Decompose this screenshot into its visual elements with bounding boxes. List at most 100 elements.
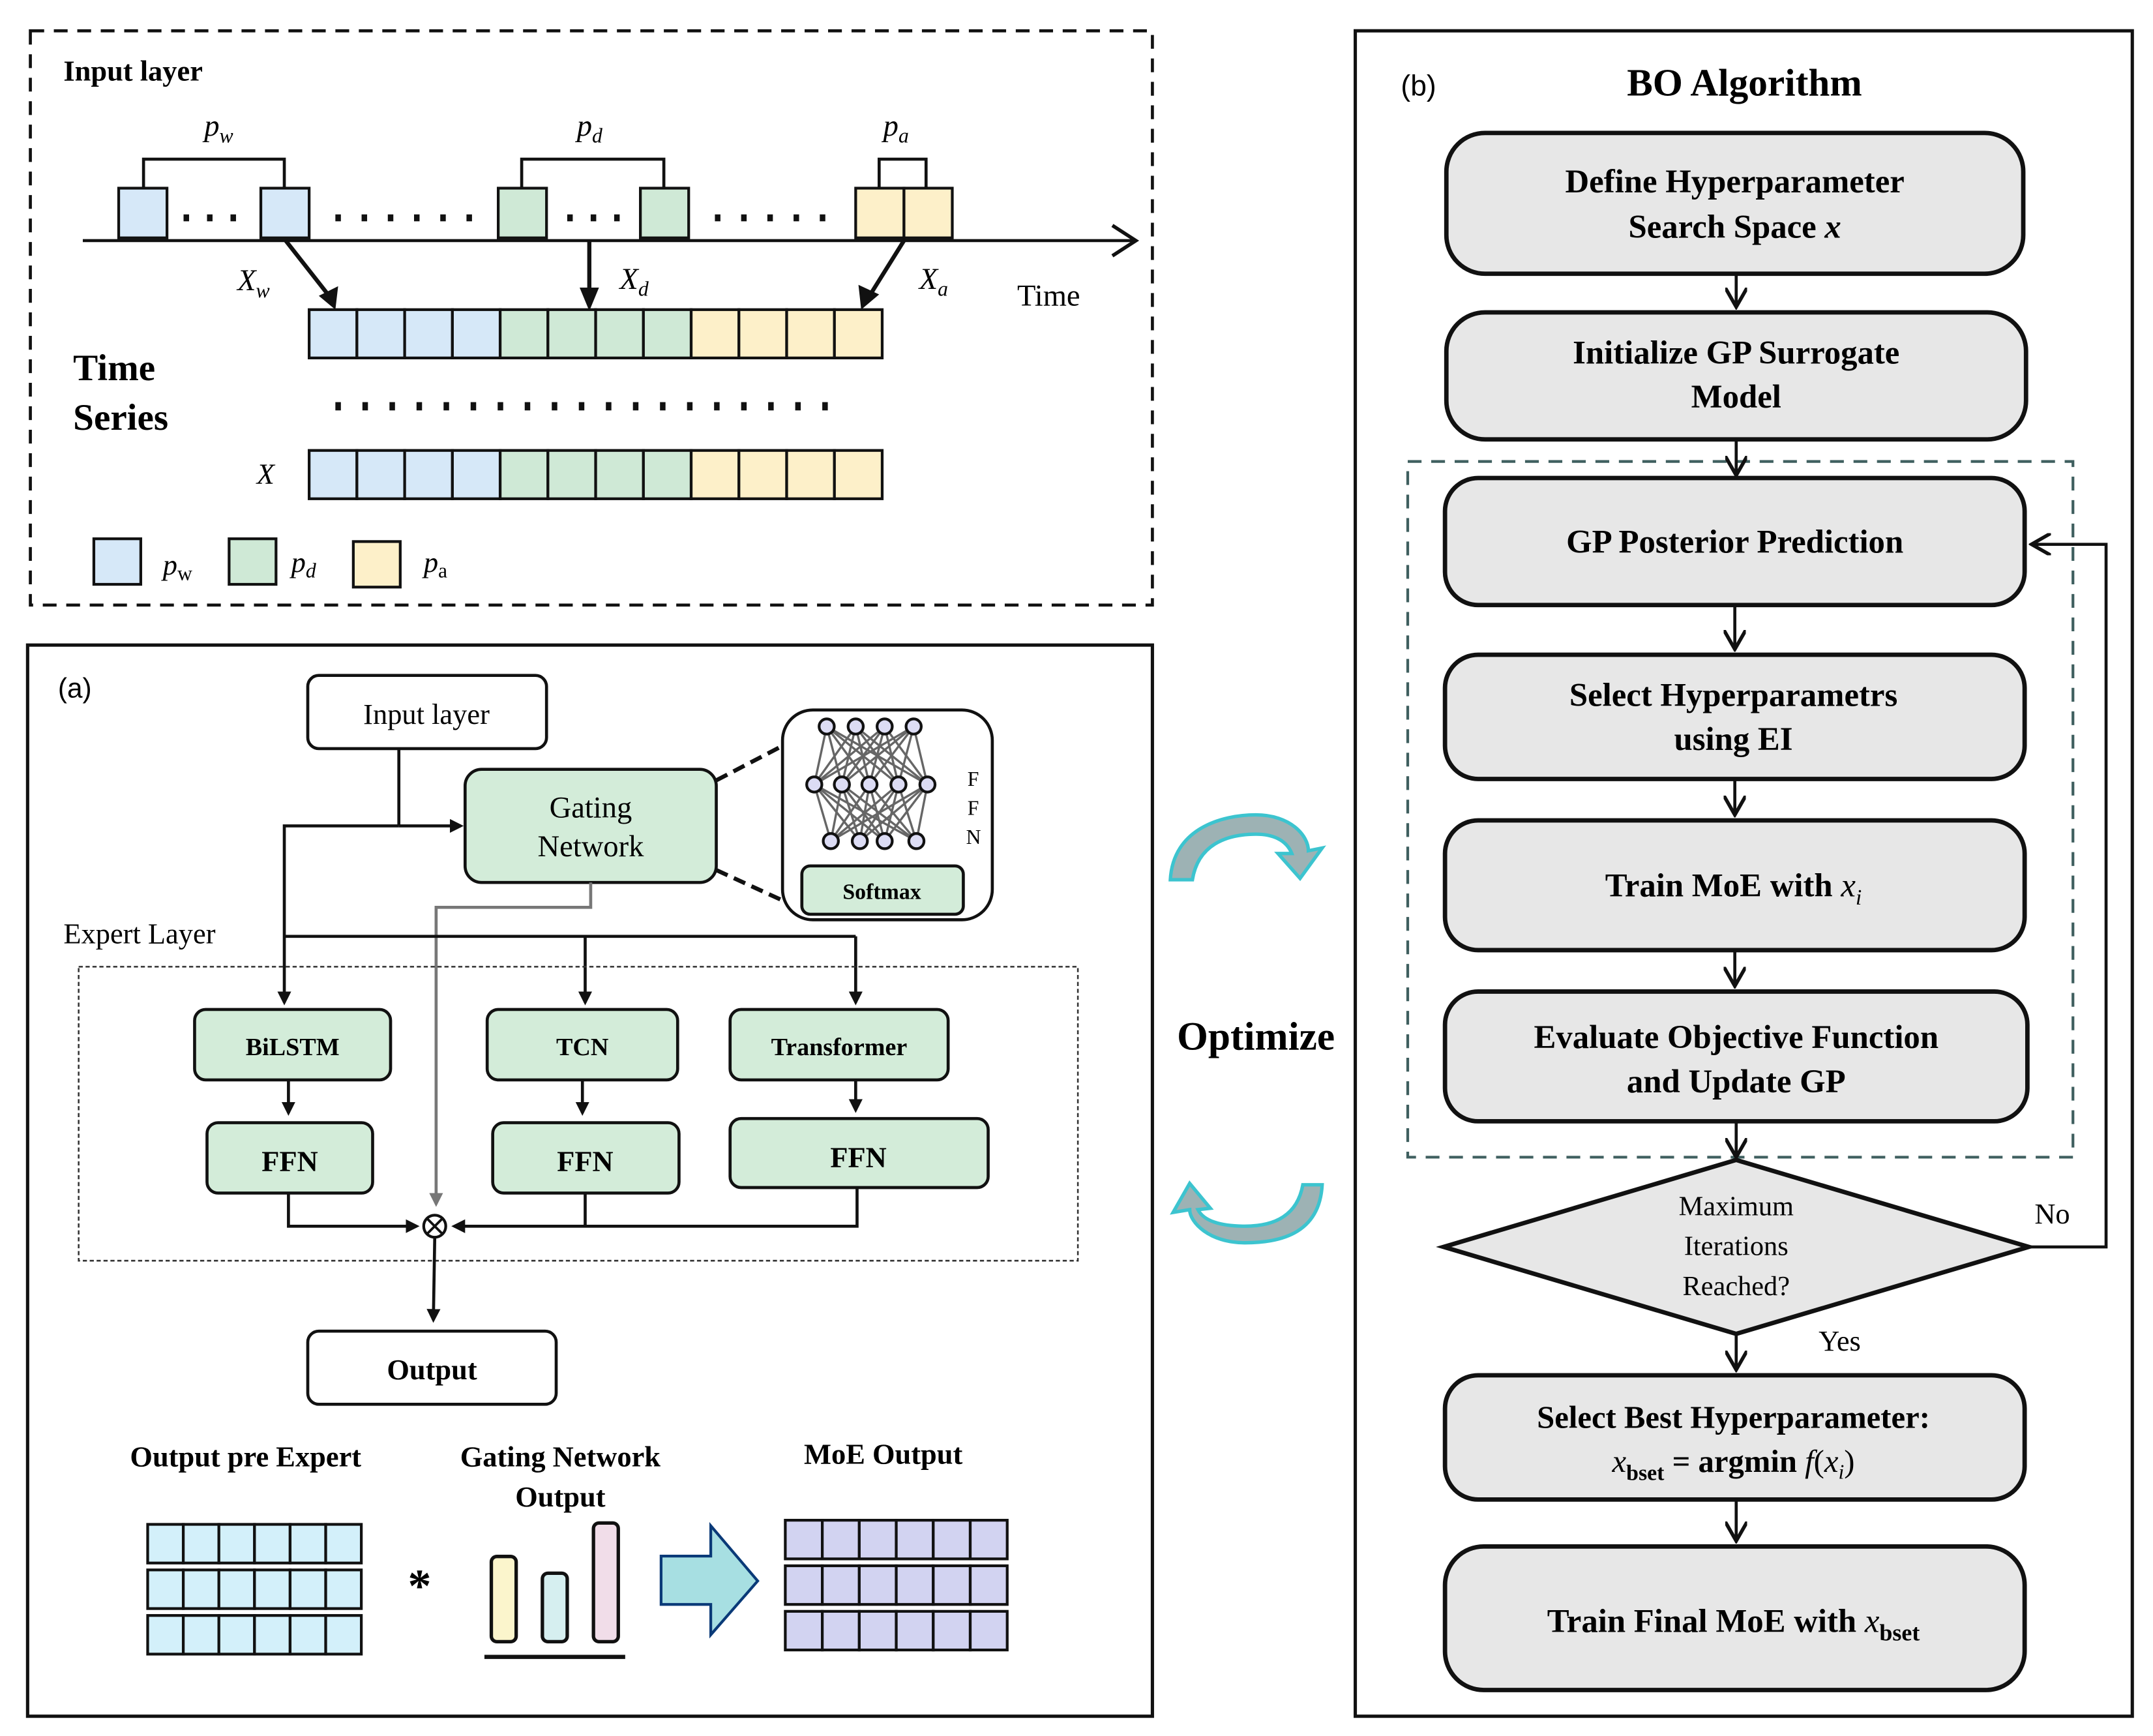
expert-output-cell [181, 1523, 220, 1564]
legend-swatch-pa [351, 540, 402, 589]
input-layer-box-label: Input layer [363, 698, 490, 730]
sequence-x-label: X [256, 458, 276, 490]
moe-output-cell [784, 1609, 824, 1652]
arrow-xa [867, 239, 906, 297]
step-1-line2: Search Space x [1628, 209, 1841, 245]
best-line1: Select Best Hyperparameter: [1537, 1399, 1930, 1435]
ellipsis-dot [389, 402, 395, 411]
moe-output-cell [857, 1519, 898, 1561]
nn-node [850, 831, 869, 850]
arrow-label-xw: Xw [236, 264, 270, 302]
input-layer-box [306, 674, 548, 751]
timeline-cell-pw [259, 187, 311, 239]
connector-transformer-combine [451, 1188, 859, 1233]
bracket-pd [520, 157, 666, 188]
sequence-cell-pd [498, 449, 550, 500]
expert-output-cell [217, 1568, 256, 1610]
nn-edge [859, 783, 928, 843]
sequence-cell-pw [355, 308, 406, 360]
output-box-label: Output [387, 1353, 477, 1386]
ellipsis-dot [443, 402, 449, 411]
nn-edge [813, 725, 915, 786]
sequence-cell-pa [737, 449, 788, 500]
ellipsis-dot [714, 402, 720, 411]
nn-edge [912, 726, 929, 785]
arrow-label-xd: Xd [618, 263, 648, 301]
moe-output-cell [857, 1564, 898, 1606]
sequence-cell-pw [451, 308, 502, 360]
timeline-ellipsis [183, 214, 825, 222]
decision-line1: Maximum [1679, 1191, 1794, 1221]
connector-combine-output [426, 1237, 441, 1323]
moe-output-cell [857, 1609, 898, 1652]
nn-edge [915, 784, 929, 842]
moe-output-cell [968, 1564, 1009, 1606]
decision-line3: Reached? [1683, 1271, 1790, 1302]
sequence-cell-pw [451, 449, 502, 500]
expert-label-bilstm: BiLSTM [246, 1034, 340, 1061]
sequence-row-x [308, 449, 884, 500]
time-series-label-line2: Series [73, 397, 168, 438]
yes-label: Yes [1819, 1324, 1861, 1357]
moe-output-cell [968, 1519, 1009, 1561]
moe-output-cell [895, 1609, 935, 1652]
ffn-label-bilstm: FFN [261, 1145, 318, 1178]
moe-output-cell [968, 1609, 1009, 1652]
sequence-cell-pw [308, 449, 359, 500]
time-axis-arrowhead [1111, 224, 1140, 258]
nn-edge [869, 726, 915, 785]
ellipsis-dot [795, 402, 801, 411]
nn-node [889, 775, 908, 794]
expert-output-cell [288, 1568, 327, 1610]
ellipsis-dot [768, 402, 774, 411]
ellipsis-dot [606, 402, 612, 411]
step-select-hyperparameters [1442, 652, 2027, 781]
step-4-line2: using EI [1674, 721, 1792, 757]
gating-output-label-line1: Gating Network [460, 1441, 661, 1473]
bracket-label-pa: pa [882, 110, 909, 147]
sequence-cell-pd [594, 308, 645, 360]
step-select-best [1442, 1373, 2027, 1502]
loop-back-arrow [2028, 545, 2108, 1249]
arrow-xw-head [318, 286, 338, 310]
sequence-cell-pa [833, 449, 884, 500]
timeline-cell-pa [902, 187, 954, 239]
step-evaluate-objective [1442, 989, 2030, 1124]
legend-label-pa: pa [422, 546, 447, 582]
moe-output-grid [784, 1519, 1009, 1652]
combine-operator-cross [426, 1218, 443, 1235]
ffn-letter-3: N [966, 826, 981, 848]
step-define-search-space [1444, 130, 2026, 277]
expert-label-tcn: TCN [556, 1034, 608, 1061]
ellipsis-dot [335, 402, 341, 411]
connector-bilstm-combine [287, 1193, 420, 1233]
panel-b-tag: (b) [1401, 70, 1436, 102]
sequence-cell-pa [737, 308, 788, 360]
timeline-cell-pw [117, 187, 169, 239]
ellipsis-dot [822, 402, 828, 411]
ellipsis-dot [632, 402, 639, 411]
moe-output-cell [820, 1564, 861, 1606]
nn-node [918, 775, 937, 794]
moe-output-cell [784, 1564, 824, 1606]
multiply-symbol: * [408, 1560, 431, 1612]
ellipsis-dot [524, 402, 531, 411]
ffn-label-tcn: FFN [557, 1145, 613, 1178]
timeline-cell-pd [497, 187, 548, 239]
sequence-cell-pw [403, 308, 454, 360]
moe-output-cell [895, 1564, 935, 1606]
step-1-line1: Define Hyperparameter [1565, 163, 1904, 200]
timeline-cell-pd [639, 187, 690, 239]
ellipsis-dot [687, 402, 693, 411]
gating-network-box [463, 768, 718, 884]
input-layer-panel: Input layer pw pd pa Time [29, 29, 1154, 607]
ellipsis-dot [497, 402, 503, 411]
input-layer-border [29, 29, 1154, 607]
nn-edge [813, 726, 857, 785]
panel-a-tag: (a) [58, 673, 92, 704]
bracket-pw [141, 157, 286, 188]
final-label: Train Final MoE with xbset [1547, 1603, 1920, 1646]
ffn-letter-1: F [968, 768, 979, 790]
transform-arrow-icon [659, 1521, 760, 1639]
nn-edge [813, 726, 828, 785]
